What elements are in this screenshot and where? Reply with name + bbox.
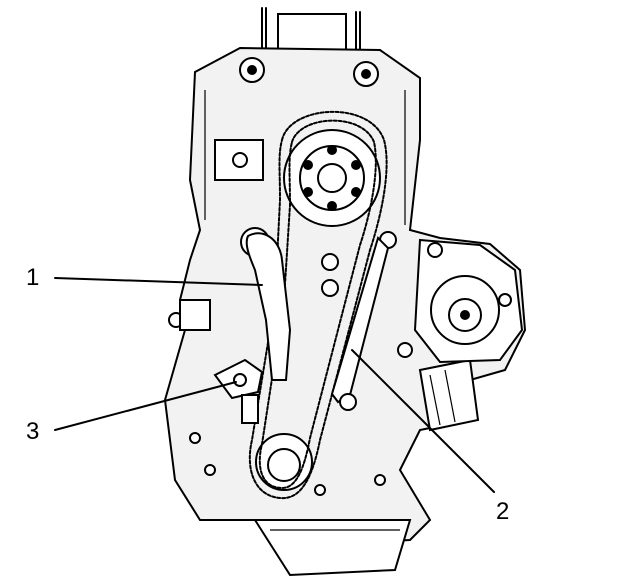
leader-line-3 bbox=[54, 381, 237, 431]
oil-pan bbox=[253, 519, 412, 577]
callout-2: 2 bbox=[496, 498, 510, 525]
callout-3: 3 bbox=[26, 418, 40, 445]
callout-1: 1 bbox=[26, 264, 40, 291]
water-pump bbox=[413, 238, 524, 364]
oil-filter bbox=[418, 358, 480, 432]
leader-line-1 bbox=[54, 277, 263, 286]
leader-line-2 bbox=[351, 349, 495, 493]
timing-chain-guide bbox=[245, 232, 292, 381]
timing-chain-tensioner bbox=[213, 358, 264, 424]
top-studs bbox=[261, 7, 361, 55]
camshaft-sprocket bbox=[283, 129, 381, 227]
block-details bbox=[179, 90, 406, 496]
